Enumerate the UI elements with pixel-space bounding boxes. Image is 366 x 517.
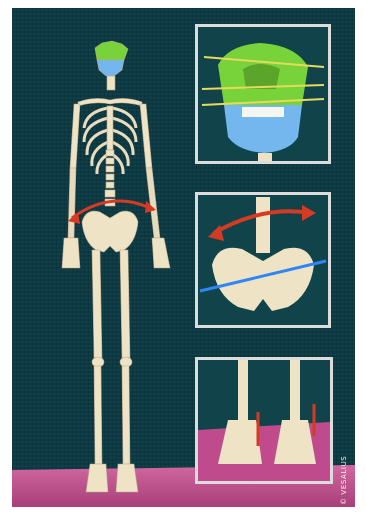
- skull-icon: [198, 27, 328, 161]
- inset-skull: [195, 24, 331, 164]
- right-femur: [120, 250, 130, 358]
- inset-pelvis: [195, 192, 331, 328]
- left-tibia: [94, 366, 102, 464]
- pelvis-icon: [198, 195, 328, 325]
- left-knee: [92, 357, 104, 367]
- left-femur: [92, 250, 102, 358]
- right-foot: [116, 464, 138, 492]
- credit-label: © VESALIUS: [340, 456, 348, 505]
- inset-feet: [195, 357, 333, 484]
- feet-icon: [198, 360, 330, 481]
- left-foot: [86, 464, 108, 492]
- neck-vertebrae: [107, 76, 115, 90]
- right-tibia: [122, 366, 130, 464]
- right-knee: [120, 357, 132, 367]
- sternum: [107, 106, 113, 150]
- left-hand: [62, 238, 80, 268]
